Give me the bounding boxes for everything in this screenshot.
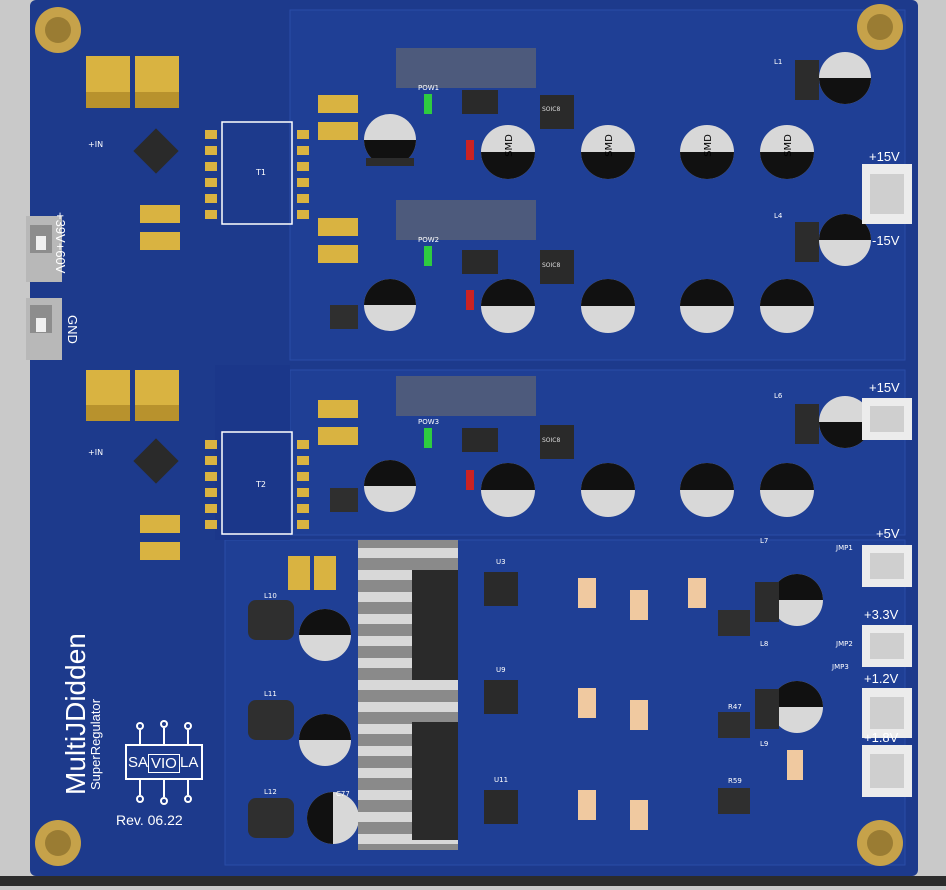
led-pow1 (424, 94, 432, 114)
inductors (248, 305, 750, 838)
board-subtitle: SuperRegulator (88, 698, 103, 790)
out-12v-label: +1.2V (864, 671, 899, 686)
refdes-l4: L4 (774, 212, 783, 220)
mounting-hole-br (857, 820, 903, 866)
u-left-1 (133, 128, 179, 174)
led-pow2 (424, 246, 432, 266)
logo-text-vio: VIO (148, 754, 180, 773)
gnd-label: GND (65, 315, 80, 344)
u-left-2 (133, 438, 179, 484)
input-terminal-gnd (26, 298, 62, 360)
refdes-u11: U11 (494, 776, 509, 784)
logo-text-sa: SA (128, 754, 149, 771)
refdes-pow2: POW2 (418, 236, 440, 244)
refdes-l7: L7 (760, 537, 769, 545)
refdes-t1: T1 (256, 168, 266, 177)
soic-label-2: SOIC8 (542, 262, 561, 269)
refdes-c77: C77 (336, 790, 350, 798)
transformer-t1 (205, 121, 309, 225)
smd-cap-label-4: SMD (782, 134, 794, 157)
input-terminal-vin (26, 216, 62, 282)
refdes-l6: L6 (774, 392, 783, 400)
transformer-t2 (205, 431, 309, 535)
refdes-l8: L8 (760, 640, 769, 648)
mounting-hole-bl (35, 820, 81, 866)
out-18v-label: +1.8V (864, 730, 899, 745)
soic-chips (462, 90, 574, 824)
out1-pos-label: +15V (869, 149, 900, 164)
refdes-t2: T2 (256, 480, 266, 489)
refdes-jmp3: JMP3 (832, 663, 849, 671)
saviola-logo (125, 720, 203, 805)
refdes-u3: U3 (496, 558, 506, 566)
out-5v-label: +5V (876, 526, 900, 541)
input-voltage-label: +39V+60V (53, 212, 68, 274)
out1-neg-label: -15V (872, 233, 900, 248)
refdes-l10: L10 (264, 592, 277, 600)
heatsink (358, 540, 458, 850)
electrolytic-caps (299, 52, 871, 844)
soic-label-1: SOIC8 (542, 106, 561, 113)
refdes-pow1: POW1 (418, 84, 440, 92)
refdes-l12: L12 (264, 788, 277, 796)
refdes-jmp2: JMP2 (836, 640, 853, 648)
smd-cap-label-2: SMD (603, 134, 615, 157)
led-pow3 (424, 428, 432, 448)
board-revision: Rev. 06.22 (116, 812, 183, 828)
refdes-pow3: POW3 (418, 418, 440, 426)
mounting-hole-tl (35, 7, 81, 53)
via-grid (396, 48, 536, 416)
soic-label-3: SOIC8 (542, 437, 561, 444)
smd-cap-label-3: SMD (702, 134, 714, 157)
mounting-hole-tr (857, 4, 903, 50)
out2-pos-label: +15V (869, 380, 900, 395)
smd-cap-label-1: SMD (503, 134, 515, 157)
output-connectors (862, 164, 912, 797)
refdes-u9: U9 (496, 666, 506, 674)
refdes-in-plus-1: +IN (88, 140, 104, 149)
logo-text-la: LA (180, 754, 199, 771)
refdes-in-plus-2: +IN (88, 448, 104, 457)
refdes-r59: R59 (728, 777, 742, 785)
refdes-l1: L1 (774, 58, 783, 66)
refdes-l11: L11 (264, 690, 277, 698)
out-33v-label: +3.3V (864, 607, 899, 622)
refdes-jmp1: JMP1 (836, 544, 853, 552)
refdes-r47: R47 (728, 703, 742, 711)
viewport-bottom-bar (0, 876, 946, 886)
refdes-l9: L9 (760, 740, 769, 748)
